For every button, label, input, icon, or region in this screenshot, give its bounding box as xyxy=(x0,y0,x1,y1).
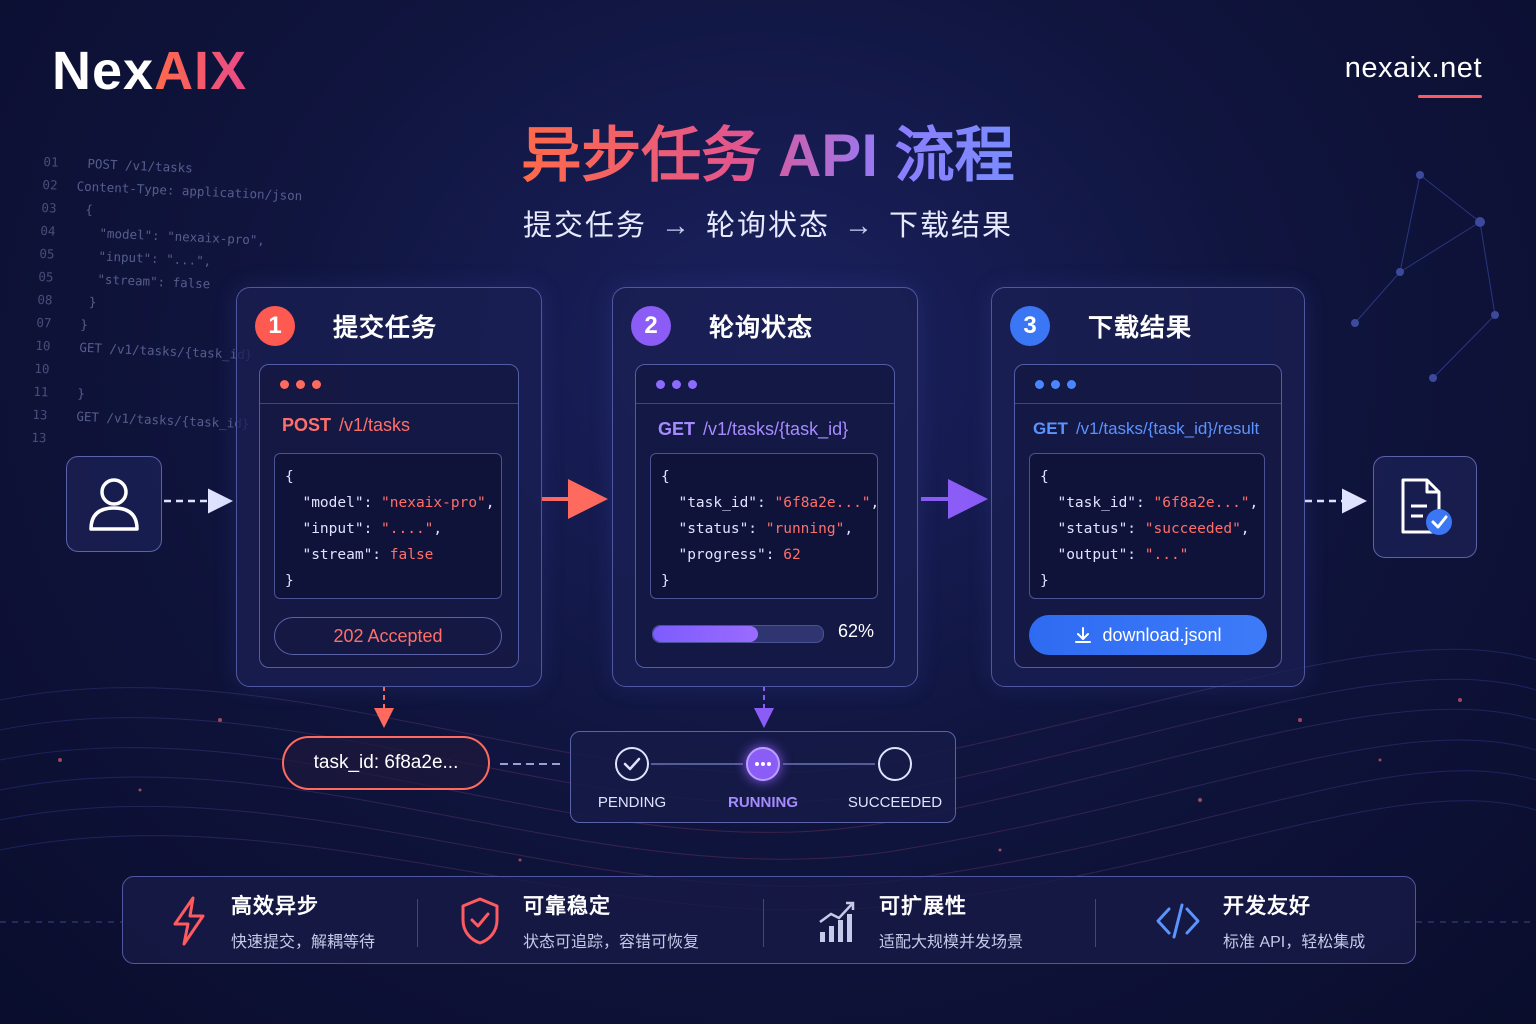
status-timeline: PENDING RUNNING SUCCEEDED xyxy=(570,731,956,823)
progress-fill xyxy=(653,626,759,642)
step-card-download: 3 下载结果 GET/v1/tasks/{task_id}/result { "… xyxy=(991,287,1305,687)
endpoint-label: GET/v1/tasks/{task_id} xyxy=(658,419,849,439)
request-window: POST/v1/tasks { "model": "nexaix-pro", "… xyxy=(259,364,519,668)
user-box xyxy=(66,456,162,552)
download-button[interactable]: download.jsonl xyxy=(1029,615,1267,655)
step-number: 2 xyxy=(631,306,671,346)
result-body-code: { "task_id": "6f8a2e...", "status": "suc… xyxy=(1029,453,1265,599)
step-title: 下载结果 xyxy=(1088,314,1193,342)
pending-check-icon xyxy=(615,747,649,781)
step-title: 轮询状态 xyxy=(709,314,814,342)
request-window: GET/v1/tasks/{task_id}/result { "task_id… xyxy=(1014,364,1282,668)
window-dots xyxy=(1015,365,1281,404)
step-title: 提交任务 xyxy=(333,314,438,342)
request-body-code: { "model": "nexaix-pro", "input": "...."… xyxy=(274,453,502,599)
endpoint-label: GET/v1/tasks/{task_id}/result xyxy=(1033,419,1260,438)
shield-check-icon xyxy=(461,897,499,945)
progress-bar xyxy=(652,625,824,643)
status-label-running: RUNNING xyxy=(728,794,798,811)
succeeded-empty-icon xyxy=(878,747,912,781)
brand-logo: NexAIX xyxy=(52,41,248,101)
status-label-succeeded: SUCCEEDED xyxy=(847,794,943,811)
page-subtitle: 提交任务→轮询状态→下载结果 xyxy=(522,210,1014,242)
progress-label: 62% xyxy=(838,621,875,641)
step-number: 1 xyxy=(255,306,295,346)
running-dots-icon xyxy=(746,747,780,781)
feature-item: 可靠稳定 状态可追踪，容错可恢复 xyxy=(459,877,699,965)
lightning-icon xyxy=(173,896,205,946)
step-card-submit: 1 提交任务 POST/v1/tasks { "model": "nexaix-… xyxy=(236,287,542,687)
result-file-box xyxy=(1373,456,1477,558)
step-number: 3 xyxy=(1010,306,1050,346)
response-body-code: { "task_id": "6f8a2e...", "status": "run… xyxy=(650,453,879,599)
features-bar: 高效异步 快速提交，解耦等待 可靠稳定 状态可追踪，容错可恢复 可扩展性 适配大… xyxy=(122,876,1416,964)
feature-item: 开发友好 标准 API，轻松集成 xyxy=(1155,877,1365,965)
task-id-pill: task_id: 6f8a2e... xyxy=(282,736,490,790)
window-dots xyxy=(260,365,518,404)
status-label-pending: PENDING xyxy=(597,794,667,811)
user-icon xyxy=(89,478,139,531)
file-check-icon xyxy=(1401,478,1452,535)
step-card-poll: 2 轮询状态 GET/v1/tasks/{task_id} { "task_id… xyxy=(612,287,918,687)
feature-item: 可扩展性 适配大规模并发场景 xyxy=(817,877,1023,965)
download-icon xyxy=(1075,627,1092,643)
site-link[interactable]: nexaix.net xyxy=(1344,52,1482,84)
code-icon xyxy=(1156,903,1200,939)
window-dots xyxy=(636,365,894,404)
accepted-status-pill: 202 Accepted xyxy=(274,617,502,655)
bar-chart-icon xyxy=(819,901,855,942)
request-window: GET/v1/tasks/{task_id} { "task_id": "6f8… xyxy=(635,364,895,668)
feature-item: 高效异步 快速提交，解耦等待 xyxy=(169,877,375,965)
endpoint-label: POST/v1/tasks xyxy=(282,415,411,435)
site-underline xyxy=(1418,95,1482,98)
page-title: 异步任务 API 流程 xyxy=(521,122,1015,189)
